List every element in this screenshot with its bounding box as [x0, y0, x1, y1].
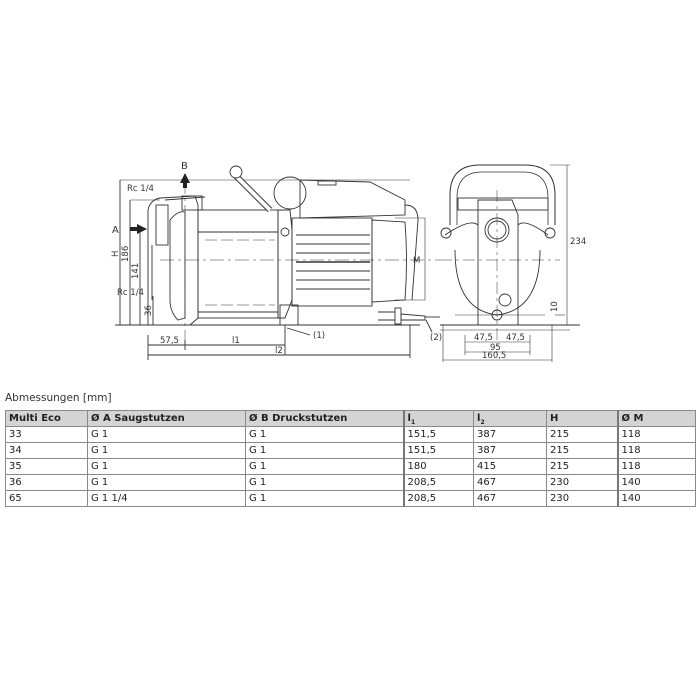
pump-technical-drawing: B A Rc 1/4 Rc 1/4 M (1) (2) H 186 141 36…: [111, 161, 586, 362]
label-a: A: [112, 225, 119, 236]
cell-h: 215: [546, 458, 618, 475]
dim-160-5: 160,5: [482, 351, 506, 361]
cell-m: 118: [616, 442, 696, 459]
cell-suction: G 1: [87, 474, 246, 491]
cell-l1: 151,5: [402, 426, 474, 443]
cell-model: 35: [5, 458, 88, 475]
header-l2-sub: 2: [480, 419, 485, 426]
header-l1: l1: [402, 410, 474, 427]
cell-h: 230: [546, 474, 618, 491]
table-row: 34 G 1 G 1 151,5 387 215 118: [5, 442, 696, 459]
table-row: 35 G 1 G 1 180 415 215 118: [5, 458, 696, 475]
dimensions-table: Multi Eco Ø A Saugstutzen Ø B Druckstutz…: [5, 410, 696, 507]
cell-l2: 387: [473, 426, 547, 443]
label-m: M: [413, 256, 420, 266]
cell-h: 230: [546, 490, 618, 507]
cell-suction: G 1 1/4: [87, 490, 246, 507]
cell-h: 215: [546, 426, 618, 443]
table-caption: Abmessungen [mm]: [5, 392, 112, 404]
cell-model: 65: [5, 490, 88, 507]
header-diameter-m: Ø M: [616, 410, 696, 427]
cell-pressure: G 1: [245, 490, 404, 507]
header-pressure-port: Ø B Druckstutzen: [245, 410, 404, 427]
dim-186: 186: [121, 246, 131, 262]
dim-47-5-right: 47,5: [506, 333, 525, 343]
dim-57-5: 57,5: [160, 336, 179, 346]
inlet-arrow-icon: [137, 224, 147, 234]
cell-suction: G 1: [87, 442, 246, 459]
dim-36: 36: [144, 305, 154, 316]
cell-m: 140: [616, 474, 696, 491]
dim-47-5-left: 47,5: [474, 333, 493, 343]
cell-pressure: G 1: [245, 442, 404, 459]
header-model: Multi Eco: [5, 410, 88, 427]
dim-141: 141: [131, 263, 141, 279]
cell-pressure: G 1: [245, 458, 404, 475]
outlet-arrow-icon: [180, 173, 190, 183]
label-rc-bottom: Rc 1/4: [117, 288, 144, 298]
cell-m: 118: [616, 458, 696, 475]
header-l2-base: l: [477, 413, 481, 424]
cell-m: 118: [616, 426, 696, 443]
dim-95: 95: [490, 343, 501, 353]
pump-drawing-svg: B A Rc 1/4 Rc 1/4 M (1) (2) H 186 141 36…: [111, 161, 586, 362]
cell-l1: 208,5: [402, 474, 474, 491]
cell-m: 140: [616, 490, 696, 507]
header-l1-sub: 1: [410, 419, 416, 426]
cell-l2: 415: [473, 458, 547, 475]
cell-l2: 467: [473, 474, 547, 491]
cell-model: 36: [5, 474, 88, 491]
cell-pressure: G 1: [245, 426, 404, 443]
dim-10: 10: [550, 301, 560, 312]
cell-pressure: G 1: [245, 474, 404, 491]
header-suction-port: Ø A Saugstutzen: [87, 410, 246, 427]
table-row: 65 G 1 1/4 G 1 208,5 467 230 140: [5, 490, 696, 507]
header-l1-base: l: [407, 413, 411, 424]
label-h: H: [111, 251, 121, 257]
dim-l2: l2: [275, 346, 283, 356]
label-rc-top: Rc 1/4: [127, 184, 154, 194]
cell-model: 34: [5, 442, 88, 459]
cell-model: 33: [5, 426, 88, 443]
cell-l2: 467: [473, 490, 547, 507]
label-b: B: [181, 161, 188, 172]
callout-2: (2): [430, 333, 442, 343]
cell-suction: G 1: [87, 458, 246, 475]
cell-h: 215: [546, 442, 618, 459]
callout-1: (1): [313, 331, 325, 341]
table-row: 33 G 1 G 1 151,5 387 215 118: [5, 426, 696, 443]
cell-l1: 208,5: [402, 490, 474, 507]
dim-l1: l1: [232, 336, 240, 346]
header-l2: l2: [473, 410, 547, 427]
header-h: H: [546, 410, 618, 427]
cell-l1: 151,5: [402, 442, 474, 459]
table-header-row: Multi Eco Ø A Saugstutzen Ø B Druckstutz…: [5, 410, 696, 427]
cell-l1: 180: [402, 458, 474, 475]
table-row: 36 G 1 G 1 208,5 467 230 140: [5, 474, 696, 491]
cell-suction: G 1: [87, 426, 246, 443]
dim-234: 234: [570, 237, 586, 247]
cell-l2: 387: [473, 442, 547, 459]
